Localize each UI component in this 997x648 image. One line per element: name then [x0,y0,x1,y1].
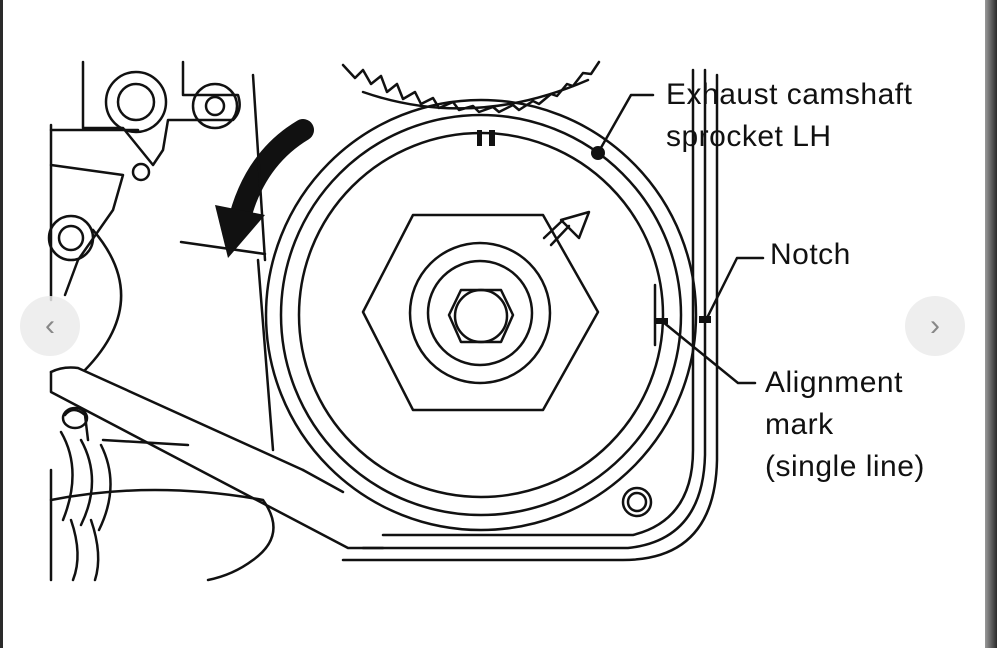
label-exhaust-line1: Exhaust camshaft [666,78,913,111]
label-alignment-line2: mark [765,408,834,441]
timing-cover-outline [381,68,695,537]
hex-nut [361,213,600,412]
viewer-left-edge [0,0,3,648]
previous-image-button[interactable]: ‹ [20,296,80,356]
alignment-mark [654,318,668,324]
image-frame: Exhaust camshaft sprocket LH Notch Align… [3,0,985,648]
camshaft-diagram [47,60,765,582]
alignment-leader [661,320,757,385]
diagonal-cover-bar [49,370,385,550]
rotation-small-arrow [542,210,591,247]
sprocket-outer-ring [264,98,698,532]
bracket-bolt [104,70,168,134]
hose-clamp [63,408,90,442]
label-notch: Notch [770,238,851,271]
next-image-button[interactable]: › [905,296,965,356]
bolt-head [447,288,515,344]
viewer-right-edge [985,0,997,648]
chevron-right-icon: › [930,309,940,342]
chevron-left-icon: ‹ [45,309,55,342]
exhaust-leader [596,93,655,155]
label-exhaust-line2: sprocket LH [666,120,832,153]
label-alignment-line3: (single line) [765,450,925,483]
cover-hole [621,486,653,518]
bracket [81,60,241,167]
notch-mark [699,316,711,323]
upper-sprocket-teeth [341,60,601,114]
upper-sprocket-body [361,78,590,110]
sprocket-top-mark [477,130,482,146]
notch-leader [705,256,765,320]
washer [408,241,552,385]
label-alignment-line1: Alignment [765,366,903,399]
